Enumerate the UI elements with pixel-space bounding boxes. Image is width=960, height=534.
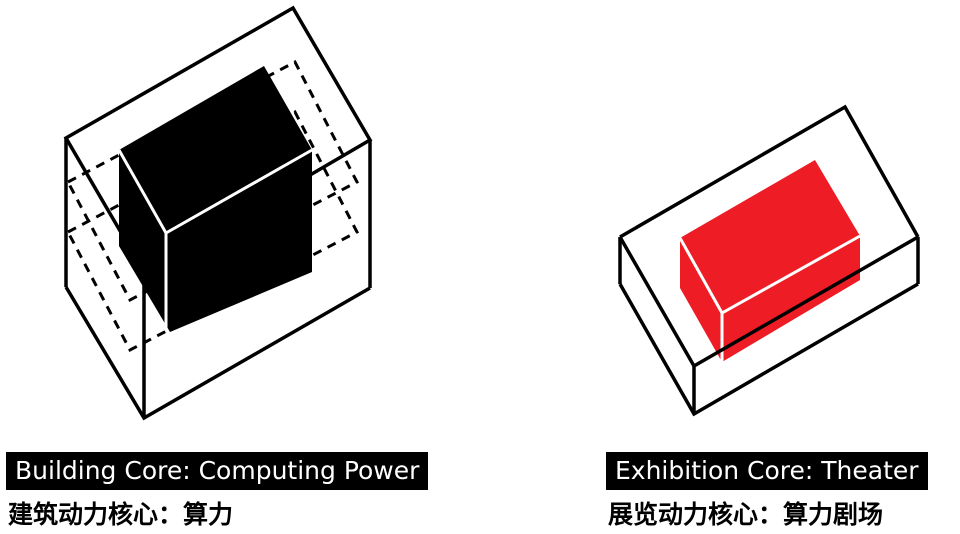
building-outer-volume xyxy=(63,5,373,421)
building-core-title-en: Building Core: Computing Power xyxy=(6,452,429,490)
exhibition-core-block xyxy=(678,160,861,362)
exhibition-core-diagram xyxy=(618,104,920,417)
building-core-title-zh: 建筑动力核心：算力 xyxy=(8,500,234,529)
building-core-block xyxy=(117,66,313,332)
exhibition-outer-volume xyxy=(618,235,920,417)
exhibition-core-title-zh: 展览动力核心：算力剧场 xyxy=(608,500,884,529)
exhibition-core-title-en: Exhibition Core: Theater xyxy=(606,452,928,490)
building-core-diagram xyxy=(63,5,373,421)
building-floor-slabs xyxy=(65,59,360,353)
